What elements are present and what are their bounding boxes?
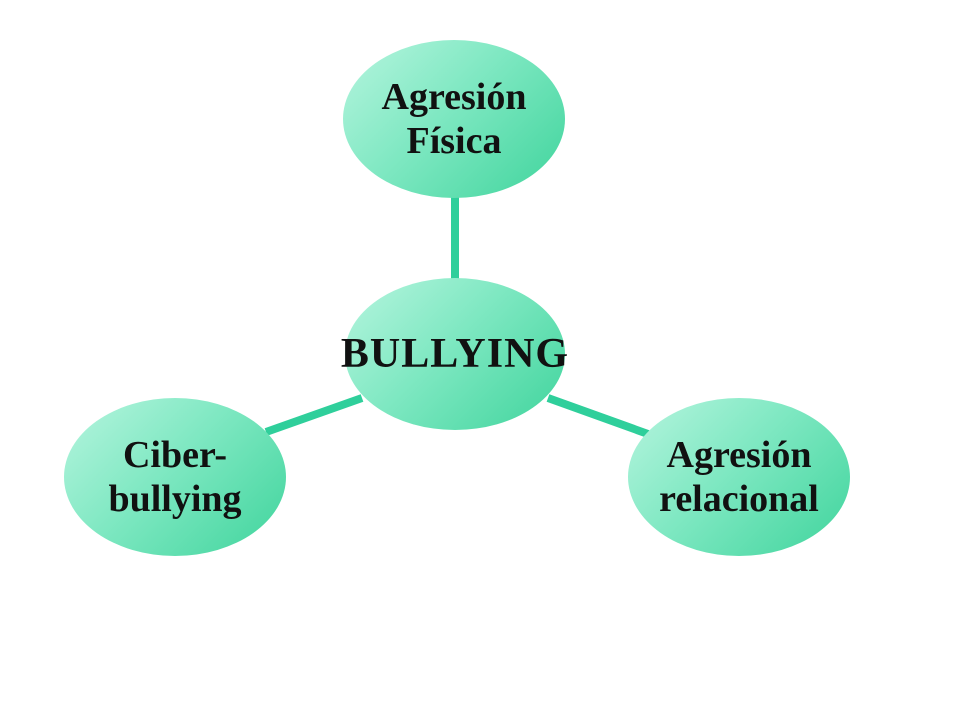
node-bullying-center: BULLYING: [341, 278, 568, 430]
node-top-line-2: Física: [406, 120, 502, 162]
node-agresion-relacional: Agresión relacional: [628, 398, 850, 556]
node-left-line-2: bullying: [108, 478, 242, 520]
node-top-line-1: Agresión: [381, 76, 527, 118]
connector-left: [264, 394, 364, 436]
node-right-line-1: Agresión: [666, 434, 812, 476]
node-ciberbullying: Ciber- bullying: [64, 398, 286, 556]
connector-right: [546, 394, 650, 438]
node-right-line-2: relacional: [659, 478, 819, 520]
node-left-line-1: Ciber-: [122, 434, 228, 476]
node-agresion-fisica: Agresión Física: [343, 40, 565, 198]
node-center-label: BULLYING: [340, 331, 570, 377]
